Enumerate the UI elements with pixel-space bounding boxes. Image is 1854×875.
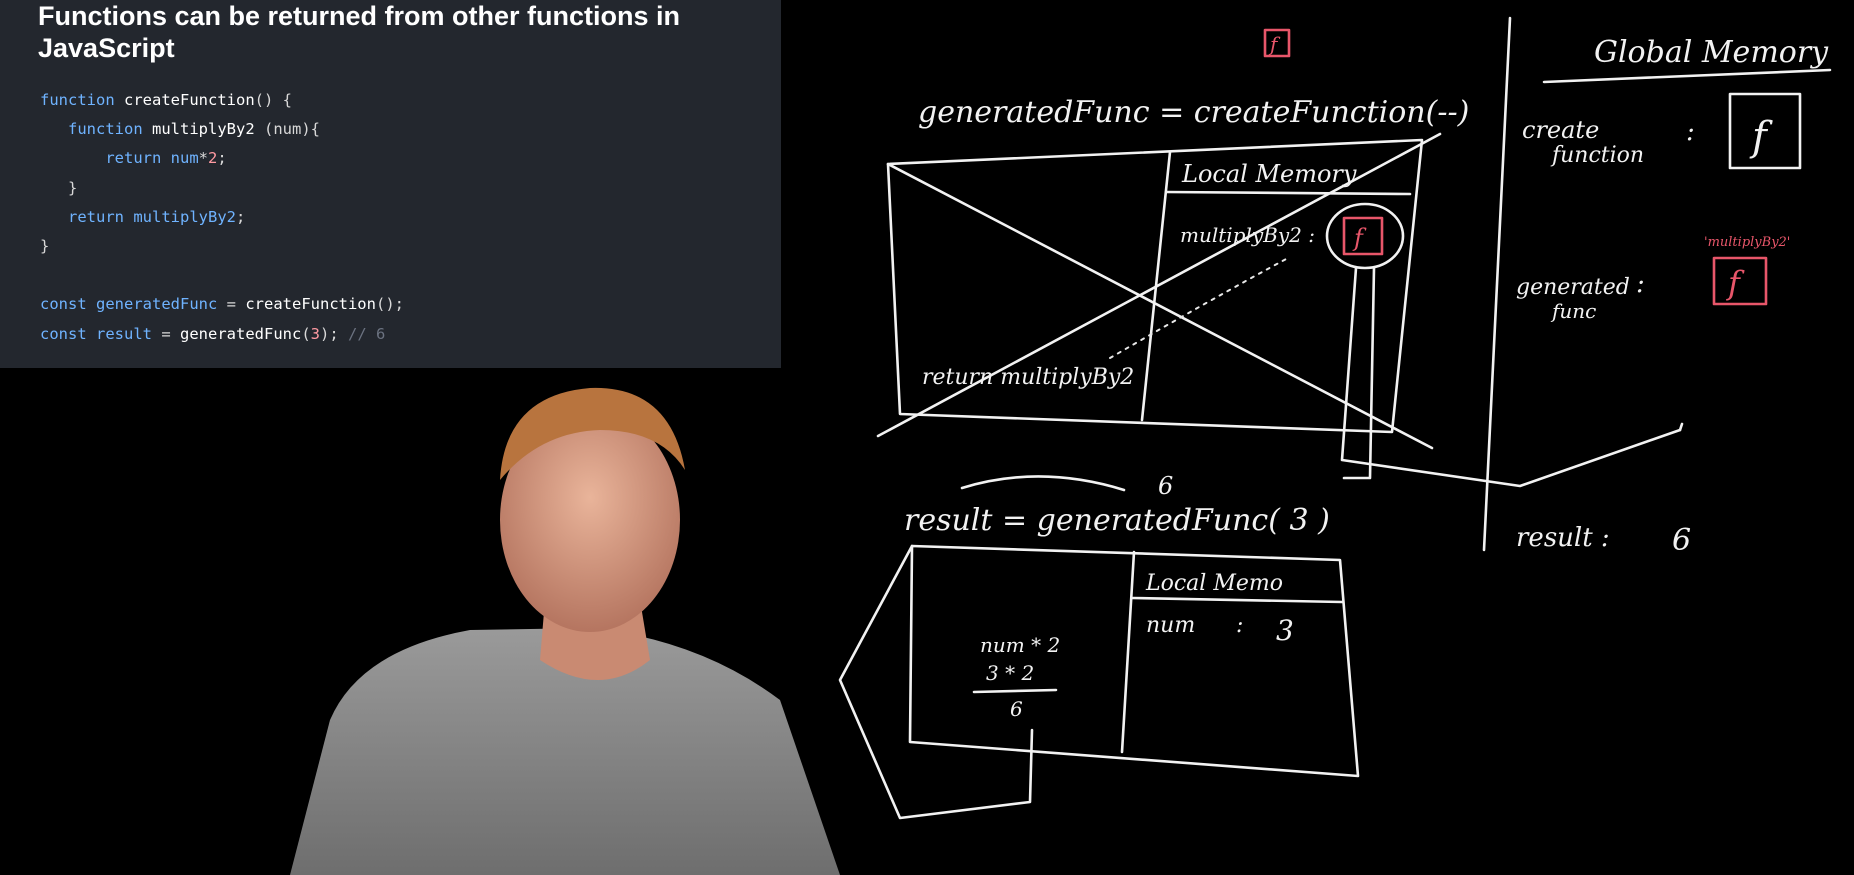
code-token: createFunction: [124, 91, 255, 109]
create-function-box-icon: f: [1728, 92, 1802, 170]
code-line: const generatedFunc = createFunction();: [40, 290, 404, 319]
multiplyby2-label: multiplyBy2 :: [1180, 223, 1315, 247]
code-token: multiplyBy2: [133, 207, 236, 226]
svg-text:f: f: [1352, 224, 1367, 252]
colon-2: :: [1636, 269, 1645, 299]
create-function-label: create: [1522, 116, 1599, 144]
code-token: =: [217, 295, 246, 314]
code-token: // 6: [348, 324, 386, 343]
f-badge-icon: f: [1263, 28, 1291, 58]
calc-step-1: num * 2: [980, 633, 1060, 657]
code-line: function createFunction() {: [40, 86, 404, 115]
svg-text:f: f: [1749, 114, 1773, 160]
presenter-body: [290, 628, 840, 875]
local-memory-label-2: Local Memo: [1145, 571, 1283, 596]
svg-text:f: f: [1726, 264, 1745, 302]
code-token: const: [40, 324, 96, 343]
code-token: 2: [208, 149, 218, 168]
code-token: ;: [217, 149, 227, 168]
result-global-label: result :: [1516, 523, 1610, 553]
colon-3: :: [1236, 613, 1243, 638]
presenter-hair: [500, 387, 685, 480]
code-token: generatedFunc: [96, 295, 218, 314]
num-label: num: [1146, 613, 1195, 638]
local-memory-label-1: Local Memory: [1181, 160, 1357, 188]
calc-step-2: 3 * 2: [986, 661, 1034, 685]
code-token: return: [105, 149, 171, 168]
colon-1: :: [1686, 117, 1695, 147]
code-token: createFunction: [245, 295, 376, 314]
slide-title: Functions can be returned from other fun…: [38, 1, 681, 63]
code-block: function createFunction() { function mul…: [40, 86, 404, 349]
code-line: }: [40, 174, 404, 203]
code-token: () {: [254, 91, 292, 109]
generatedfunc-assignment: generatedFunc = createFunction(--): [918, 95, 1469, 130]
code-token: function: [68, 120, 152, 139]
generated-func-label: generated: [1516, 275, 1630, 300]
code-line: }: [40, 232, 404, 261]
six-above: 6: [1158, 472, 1173, 500]
result-global-value: 6: [1672, 523, 1691, 558]
code-line: return multiplyBy2;: [40, 203, 404, 232]
code-token: ();: [375, 295, 404, 314]
multiplyby2-note: 'multiplyBy2': [1704, 235, 1790, 250]
code-token: 3: [310, 324, 321, 343]
execution-context-2: Local Memo num : 3 num * 2 3 * 2 6: [838, 544, 1360, 820]
presenter-head: [500, 408, 680, 632]
code-token: multiplyBy2: [152, 120, 255, 139]
code-token: generatedFunc: [180, 324, 302, 343]
code-line: [40, 261, 404, 290]
code-token: [40, 149, 105, 167]
code-token: =: [152, 324, 180, 343]
code-token: [40, 208, 68, 226]
code-token: const: [40, 295, 96, 314]
code-token: }: [40, 237, 50, 256]
code-token: num: [170, 149, 199, 168]
result-assignment: result = generatedFunc( 3 ): [904, 503, 1330, 538]
global-memory-label: Global Memory: [1594, 35, 1829, 70]
svg-text:f: f: [1268, 32, 1281, 56]
generated-func-label-2: func: [1550, 299, 1596, 323]
code-token: );: [320, 324, 349, 343]
code-line: return num*2;: [40, 144, 404, 173]
code-token: function: [40, 91, 124, 109]
calc-step-3: 6: [1010, 697, 1023, 721]
code-token: *: [198, 149, 208, 168]
code-token: return: [68, 207, 134, 226]
code-token: ;: [235, 207, 246, 226]
code-token: (num){: [254, 120, 320, 139]
code-slide-panel: Functions can be returned from other fun…: [0, 0, 781, 368]
num-value: 3: [1276, 614, 1294, 647]
generated-func-box-icon: f: [1712, 256, 1768, 306]
code-token: (: [301, 324, 311, 343]
code-line: const result = generatedFunc(3); // 6: [40, 320, 404, 349]
return-statement: return multiplyBy2: [922, 365, 1134, 390]
execution-context-1: Local Memory multiplyBy2 : return multip…: [876, 132, 1442, 450]
code-token: }: [40, 178, 78, 197]
code-token: result: [96, 324, 152, 343]
code-token: [40, 120, 68, 138]
function-definition-icon: f: [1325, 202, 1684, 488]
create-function-label-2: function: [1550, 143, 1644, 168]
code-line: function multiplyBy2 (num){: [40, 115, 404, 144]
